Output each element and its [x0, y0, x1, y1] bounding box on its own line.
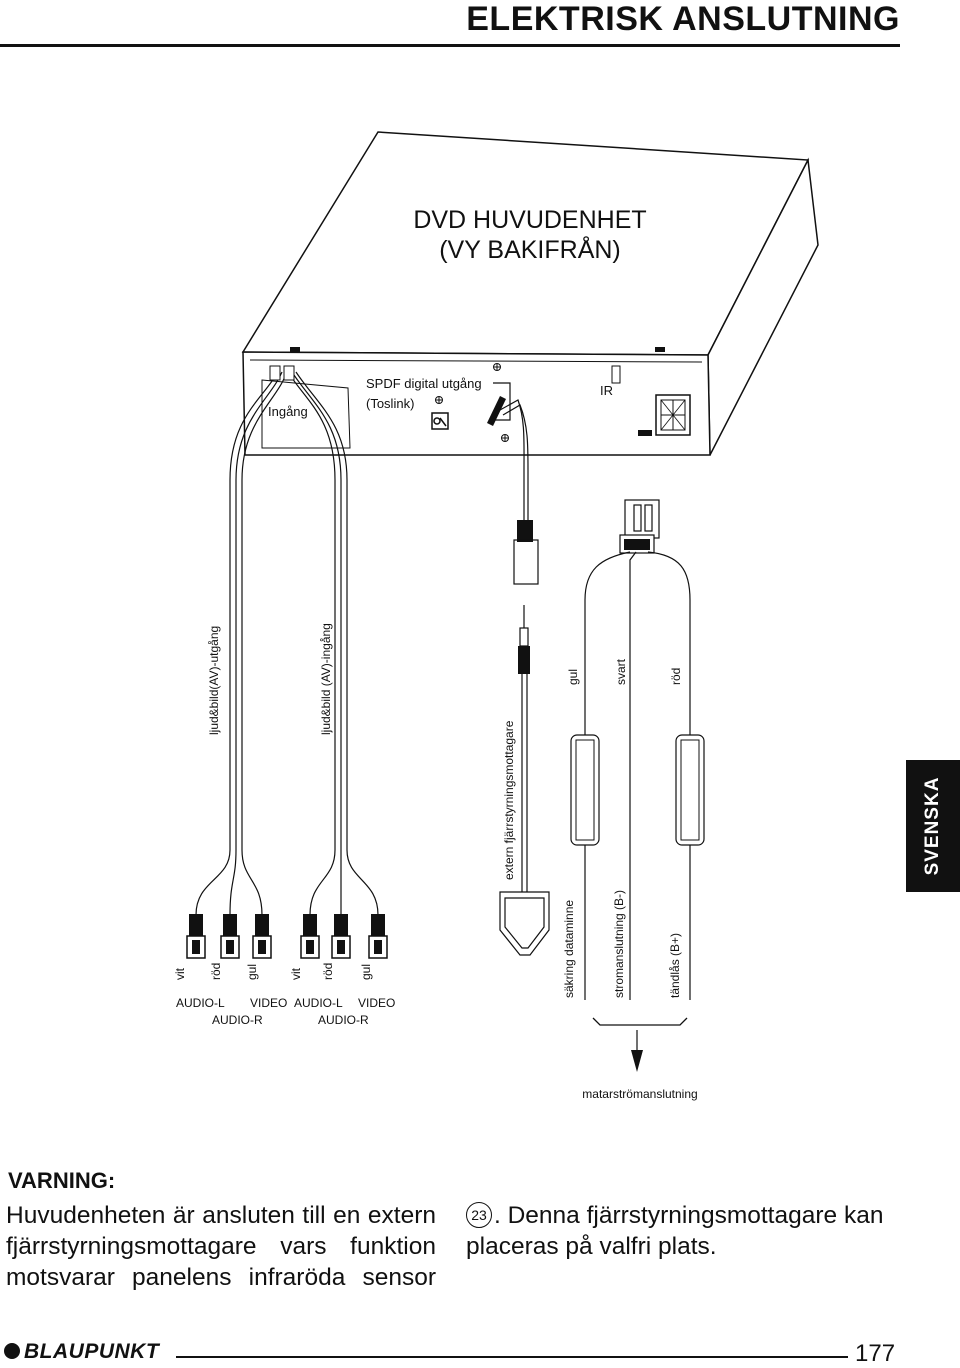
page-title: ELEKTRISK ANSLUTNING — [466, 0, 900, 38]
label-tandlas: tändlås (B+) — [668, 933, 682, 998]
warning-text-left: Huvudenheten är ansluten till en extern … — [6, 1202, 436, 1291]
label-av-in: ljud&bild (AV)-ingång — [319, 623, 333, 735]
power-harness — [570, 499, 705, 1072]
label-g1-gul: gul — [245, 964, 259, 980]
footer-rule — [176, 1356, 848, 1358]
label-stromanslutning: stromanslutning (B-) — [612, 890, 626, 998]
rca-plugs — [186, 914, 388, 959]
logo-dot-icon — [4, 1343, 20, 1359]
language-tab: SVENSKA — [906, 760, 960, 892]
label-g2-audio-r: AUDIO-R — [318, 1013, 369, 1027]
ir-cable — [499, 399, 550, 956]
label-wire-svart: svart — [614, 658, 628, 685]
label-ext-ir: extern fjärrstyrningsmottagare — [502, 720, 516, 880]
language-tab-label: SVENSKA — [922, 776, 943, 876]
brand-name: BLAUPUNKT — [24, 1340, 160, 1363]
label-wire-rod: röd — [669, 668, 683, 685]
label-spdf: SPDF digital utgång — [366, 376, 482, 391]
av-cables — [195, 365, 379, 916]
page-number: 177 — [855, 1340, 896, 1367]
unit-title-1: DVD HUVUDENHET — [413, 206, 646, 234]
label-g2-video: VIDEO — [358, 996, 395, 1010]
label-g1-video: VIDEO — [250, 996, 287, 1010]
label-sakring: säkring dataminne — [562, 900, 576, 998]
dvd-unit — [241, 131, 819, 456]
label-wire-gul: gul — [566, 669, 580, 685]
label-g2-gul: gul — [359, 964, 373, 980]
label-av-out: ljud&bild(AV)-utgång — [207, 626, 221, 735]
brand-logo: BLAUPUNKT — [4, 1340, 159, 1364]
label-g2-rod: röd — [321, 963, 335, 980]
reference-number: 23 — [466, 1202, 492, 1228]
label-g1-audio-r: AUDIO-R — [212, 1013, 263, 1027]
label-g1-rod: röd — [209, 963, 223, 980]
warning-text-right-body: . Denna fjärrstyrningsmottagare kan plac… — [466, 1202, 884, 1260]
label-toslink: (Toslink) — [366, 396, 414, 411]
warning-text-right: 23. Denna fjärrstyrningsmottagare kan pl… — [466, 1200, 906, 1262]
label-g2-audio-l: AUDIO-L — [294, 996, 343, 1010]
label-matarstrom: matarströmanslutning — [582, 1087, 697, 1101]
label-g1-audio-l: AUDIO-L — [176, 996, 225, 1010]
warning-title: VARNING: — [8, 1168, 116, 1193]
header-rule — [0, 44, 900, 47]
wiring-diagram: DVD HUVUDENHET (VY BAKIFRÅN) Ingång SPDF… — [173, 131, 819, 1101]
unit-title-2: (VY BAKIFRÅN) — [439, 234, 621, 264]
label-g1-vit: vit — [173, 967, 187, 980]
label-ir: IR — [600, 383, 613, 398]
label-g2-vit: vit — [289, 967, 303, 980]
label-ingang: Ingång — [268, 404, 308, 419]
